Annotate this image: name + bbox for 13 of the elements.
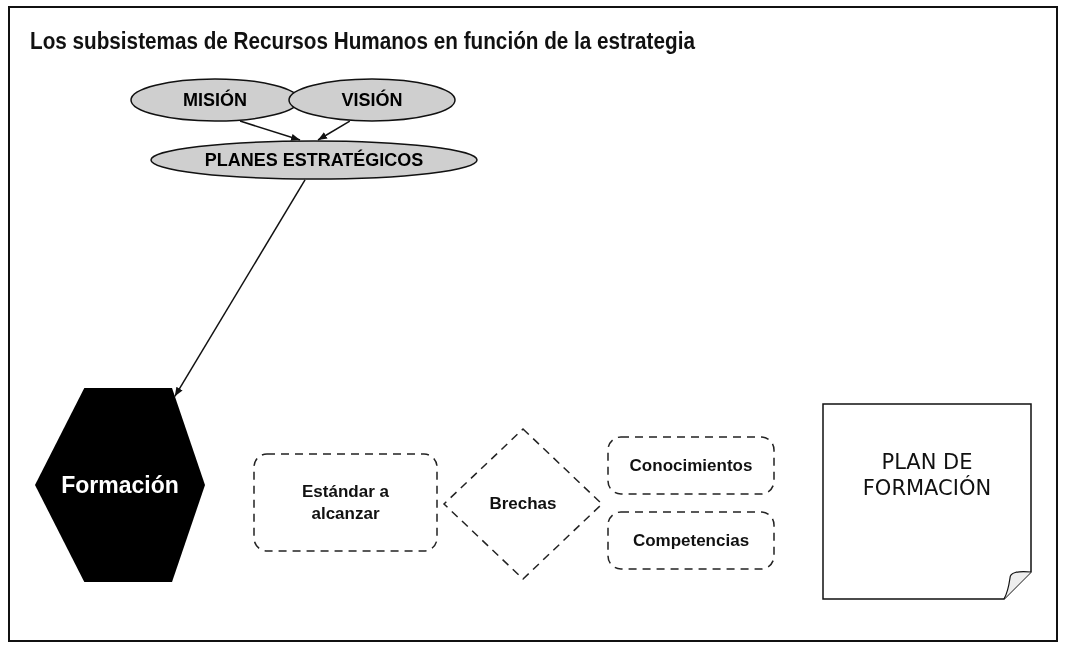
- node-label: PLAN DE FORMACIÓN: [861, 449, 993, 502]
- node-label: Brechas: [489, 493, 557, 515]
- node-label: Estándar a alcanzar: [301, 481, 390, 524]
- node-label: Formación: [61, 470, 179, 500]
- title: Los subsistemas de Recursos Humanos en función de la estrategia: [30, 28, 695, 55]
- node-label: Conocimientos: [629, 454, 753, 477]
- node-label: MISIÓN: [183, 88, 247, 112]
- node-label: Competencias: [632, 529, 750, 552]
- arrow: [239, 120, 301, 141]
- node-label: VISIÓN: [341, 88, 403, 112]
- arrow: [317, 120, 351, 141]
- node-label: PLANES ESTRATÉGICOS: [204, 148, 424, 172]
- arrow: [174, 179, 306, 397]
